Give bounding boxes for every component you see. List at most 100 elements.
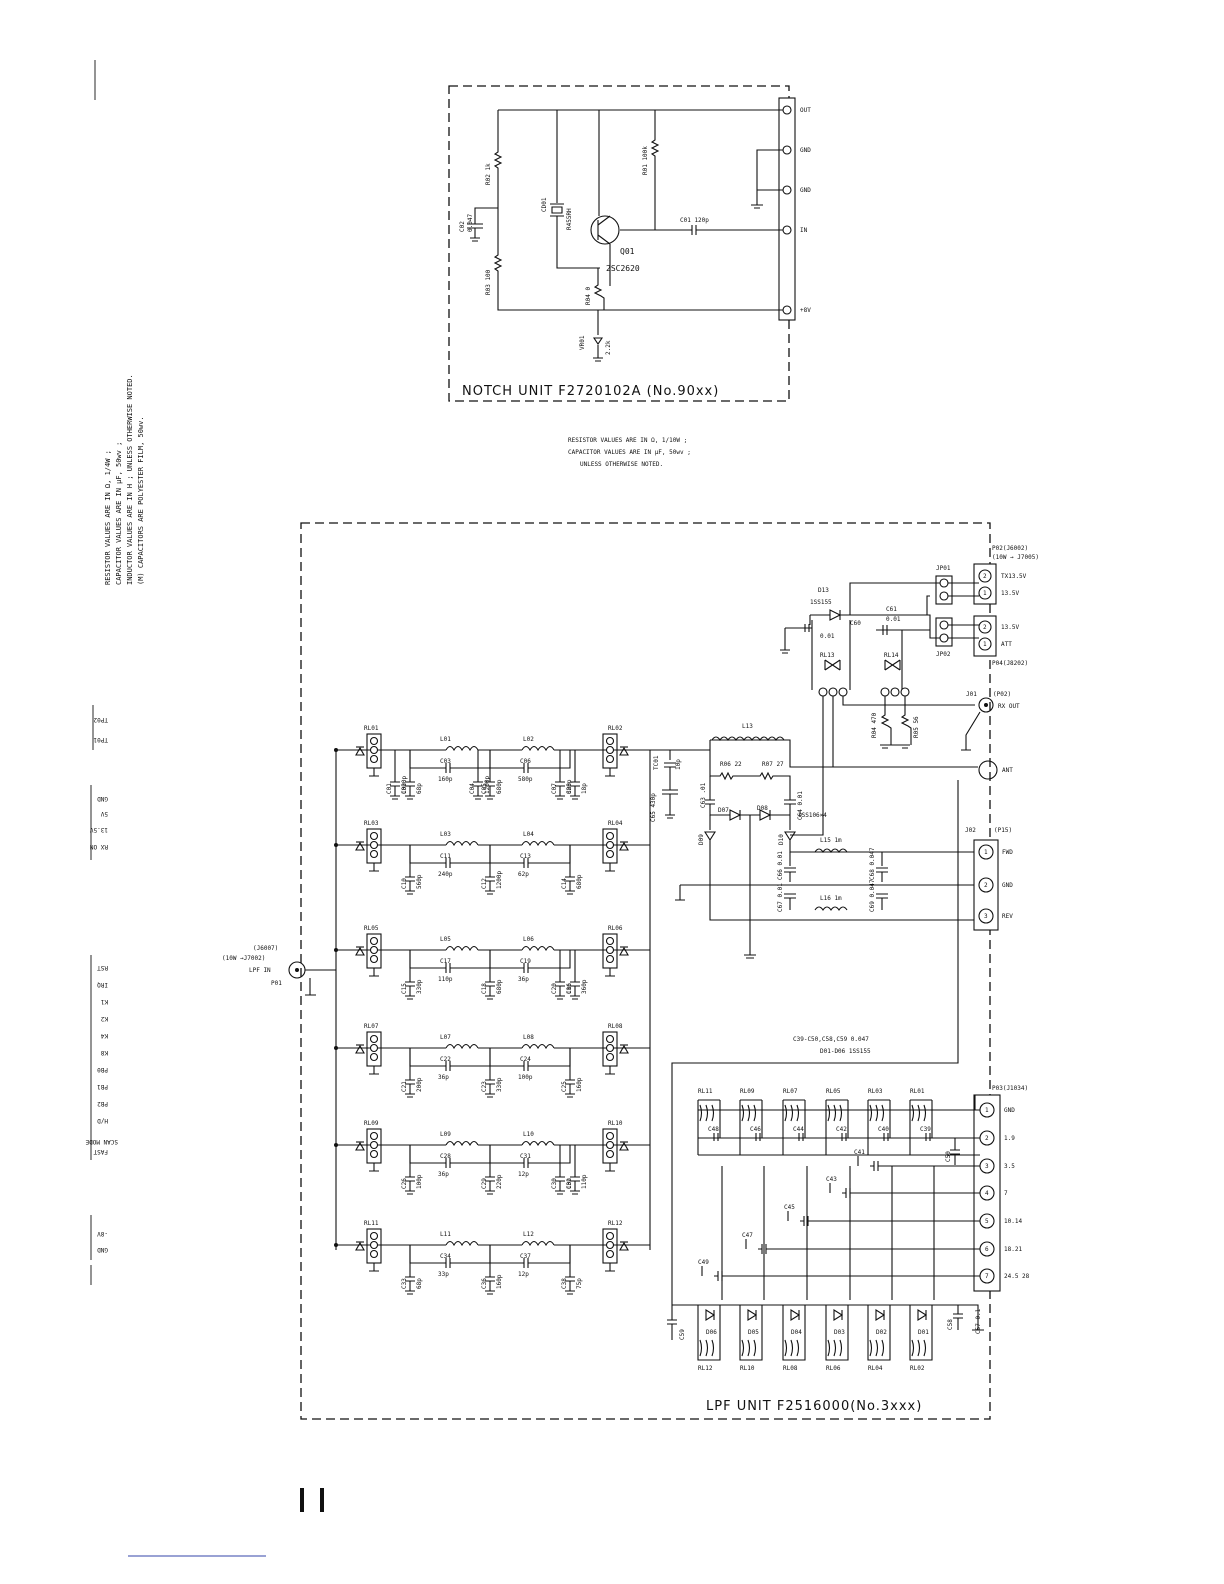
svg-text:1: 1: [983, 641, 987, 648]
cap-value: 680p: [576, 874, 583, 889]
p03-pin-number: 1: [985, 1107, 989, 1114]
relay-contact: [369, 831, 379, 841]
bottom-relay-coil: [782, 1305, 806, 1361]
cap-value: 12p: [518, 1171, 529, 1178]
inductor-label: L01: [440, 736, 451, 743]
cap-label: C26: [401, 1178, 408, 1189]
shunt-cap: [485, 1245, 495, 1295]
cap-label: C24: [520, 1056, 531, 1063]
relay-coil-wire: [697, 1099, 721, 1155]
p03-pin-number: 5: [985, 1218, 989, 1225]
svg-text:1SS106×4: 1SS106×4: [798, 812, 827, 819]
bottom-diode: [790, 1309, 801, 1321]
notch-terminal-out: OUT: [800, 107, 811, 114]
bottom-relay-label: RL10: [740, 1365, 755, 1372]
cap-value: 680p: [496, 979, 503, 994]
cap-label: C17: [440, 958, 451, 965]
relay-coil-label: RL05: [826, 1088, 841, 1095]
crystal-part: R455RH: [566, 208, 573, 230]
bottom-diode-label: D04: [791, 1329, 802, 1336]
lpf-note-caps: C39-C50,C58,C59 0.047: [793, 1036, 869, 1043]
vr01-label: VR01: [579, 335, 586, 350]
svg-text:R05 56: R05 56: [913, 716, 920, 738]
relay-diode-icon: [355, 746, 365, 756]
shunt-cap: [485, 1048, 495, 1098]
inductor: [445, 1043, 479, 1050]
crystal-ref: CD01: [541, 197, 548, 212]
svg-text:CAPACITOR VALUES ARE IN μF, 50: CAPACITOR VALUES ARE IN μF, 50wv ;: [115, 442, 123, 585]
cap-label: C21: [401, 1081, 408, 1092]
relay-diode-icon: [355, 841, 365, 851]
relay-contact: [369, 849, 379, 859]
svg-text:(10W →J7002): (10W →J7002): [222, 955, 265, 962]
band-cap-label: C47: [742, 1232, 753, 1239]
bottom-diode: [705, 1309, 716, 1321]
relay-diode-icon: [619, 946, 629, 956]
relay-rl02: RL02: [602, 725, 629, 769]
relay-diode-icon: [619, 1044, 629, 1054]
svg-text:2: 2: [983, 624, 987, 631]
band-cap-label: C45: [784, 1204, 795, 1211]
relay-contact: [605, 1231, 615, 1241]
relay-diode-icon: [619, 746, 629, 756]
margin-label: -8V: [97, 1230, 108, 1237]
cap-value: 68p: [416, 1278, 423, 1289]
cap-label: C02: [401, 783, 408, 794]
relay-contact: [605, 745, 615, 755]
margin-label: IRQ: [97, 981, 108, 988]
relay-label: RL11: [364, 1220, 379, 1227]
relay-cap-label: C44: [793, 1126, 804, 1133]
bottom-relay-label: RL06: [826, 1365, 841, 1372]
bottom-diode: [917, 1309, 928, 1321]
cap-value: 110p: [581, 1174, 588, 1189]
svg-text:D07: D07: [718, 807, 729, 814]
inductor-label: L05: [440, 936, 451, 943]
svg-text:J01: J01: [966, 691, 977, 698]
parallel-cap: [490, 950, 571, 973]
relay-diode-icon: [619, 1241, 629, 1251]
cap-value: 10p: [566, 1178, 573, 1189]
svg-text:D08: D08: [757, 805, 768, 812]
cap-label: C31: [520, 1153, 531, 1160]
relay-label: RL05: [364, 925, 379, 932]
margin-label: K2: [100, 1015, 108, 1022]
svg-text:L15 1m: L15 1m: [820, 837, 842, 844]
p03-pin-label: 24.5 28: [1004, 1273, 1030, 1280]
svg-text:C65 430p: C65 430p: [650, 793, 657, 822]
svg-text:3: 3: [984, 913, 988, 920]
cap-label: C03: [440, 758, 451, 765]
svg-text:C02: C02: [459, 221, 466, 232]
relay-contact: [369, 840, 379, 850]
margin-label: PB0: [97, 1066, 108, 1073]
margin-label: RX ON: [90, 843, 108, 850]
shunt-cap: [405, 750, 415, 800]
relay-cap: [841, 1133, 847, 1141]
shunt-cap: [405, 1145, 415, 1195]
inductor: [521, 1140, 555, 1147]
svg-text:1: 1: [984, 849, 988, 856]
svg-text:D09: D09: [698, 834, 705, 845]
shunt-cap: [555, 950, 565, 1000]
relay-label: RL01: [364, 725, 379, 732]
inductor: [521, 1043, 555, 1050]
relay-rl11: RL11: [355, 1220, 382, 1264]
relay-contact: [605, 936, 615, 946]
ground: [369, 1263, 615, 1272]
relay-contact: [369, 1140, 379, 1150]
relay-bus: [698, 1109, 980, 1156]
relay-coil: [869, 1104, 885, 1122]
bottom-relay-label: RL08: [783, 1365, 798, 1372]
svg-text:C61: C61: [886, 606, 897, 613]
r03-label: R03 100: [485, 269, 492, 295]
p03-pin-label: 10.14: [1004, 1218, 1022, 1225]
ground: [369, 1163, 615, 1172]
svg-text:ATT: ATT: [1001, 641, 1012, 648]
cap-value: 330p: [416, 979, 423, 994]
p03-pin-label: 7: [1004, 1190, 1008, 1197]
notch-terminal-gnd2: GND: [800, 187, 811, 194]
notch-terminal-8v: +8V: [800, 307, 811, 314]
bottom-diode: [833, 1309, 844, 1321]
shunt-cap: [405, 1245, 415, 1295]
